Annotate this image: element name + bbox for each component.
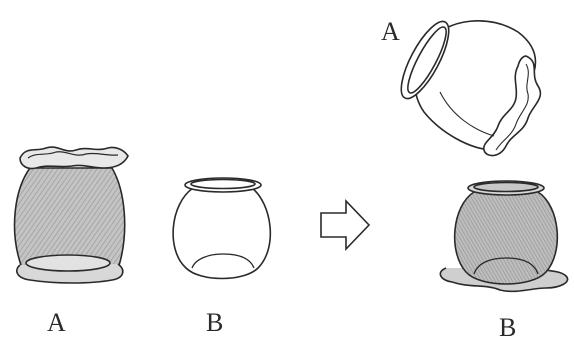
jar-b-left-body (173, 188, 270, 279)
jar-a-right (392, 15, 540, 155)
jar-b-right (440, 181, 567, 291)
label-right-a: A (381, 17, 400, 46)
label-right-b: B (499, 313, 516, 342)
hollow-right-arrow-icon (321, 201, 369, 249)
jar-a-left (15, 147, 128, 283)
label-left-b: B (206, 308, 223, 337)
jar-a-left-rim (20, 147, 128, 168)
jar-b-right-body (455, 192, 558, 284)
jar-b-left (173, 178, 270, 279)
label-left-a: A (47, 308, 66, 337)
